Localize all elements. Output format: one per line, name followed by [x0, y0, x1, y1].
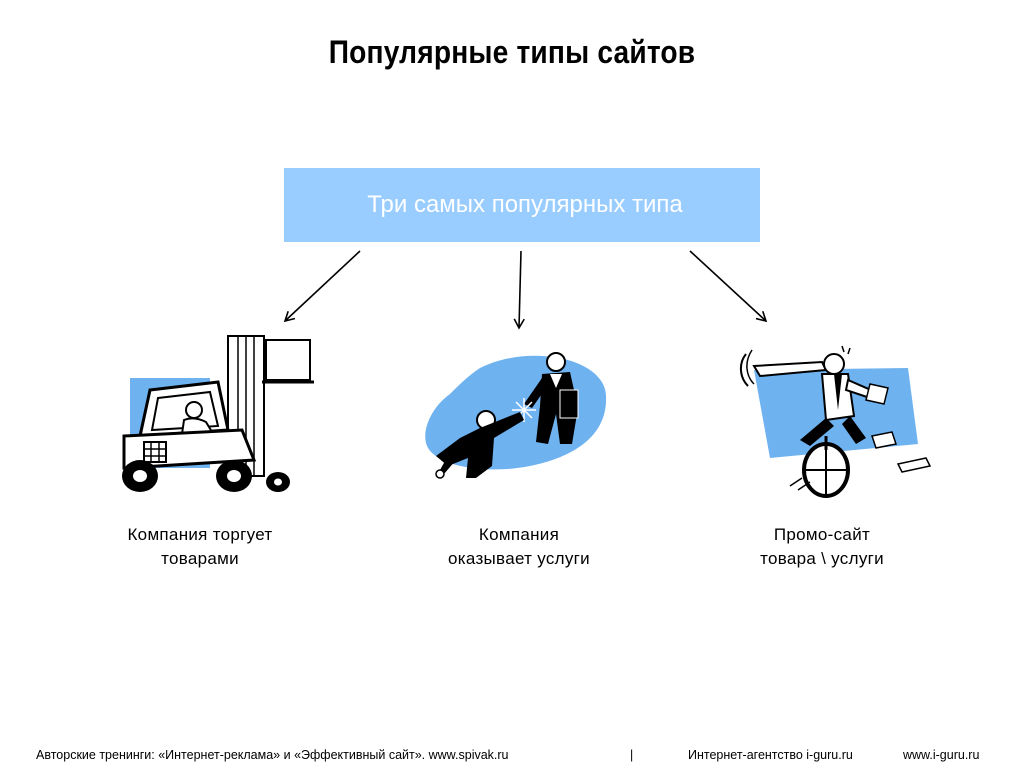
caption-line: товарами: [161, 549, 239, 568]
footer-site-link[interactable]: www.i-guru.ru: [903, 748, 980, 762]
caption-line: Компания торгует: [127, 525, 273, 544]
caption-line: оказывает услуги: [448, 549, 590, 568]
footer-trainings-text: Авторские тренинги: «Интернет-реклама» и…: [36, 748, 509, 762]
forklift-worker-icon: [122, 335, 314, 492]
handshake-icon: [425, 352, 607, 479]
page-title: Популярные типы сайтов: [328, 34, 696, 70]
caption-services-company: Компания оказывает услуги: [419, 523, 619, 571]
caption-line: Компания: [478, 525, 560, 544]
caption-line: Промо-сайт: [773, 525, 871, 544]
caption-goods-company: Компания торгует товарами: [100, 523, 300, 571]
footer-separator: |: [630, 748, 634, 762]
arrow-left: [283, 250, 361, 323]
footer: Авторские тренинги: «Интернет-реклама» и…: [36, 748, 996, 766]
top-box: Три самых популярных типа: [284, 168, 760, 242]
footer-agency-text: Интернет-агентство i-guru.ru: [688, 748, 853, 762]
caption-promo-site: Промо-сайт товара \ услуги: [722, 523, 922, 571]
arrow-right: [689, 250, 768, 323]
top-box-label: Три самых популярных типа: [367, 191, 683, 218]
unicycle-businessman-icon: [740, 345, 932, 498]
caption-line: товара \ услуги: [760, 549, 884, 568]
arrow-center: [513, 250, 525, 330]
